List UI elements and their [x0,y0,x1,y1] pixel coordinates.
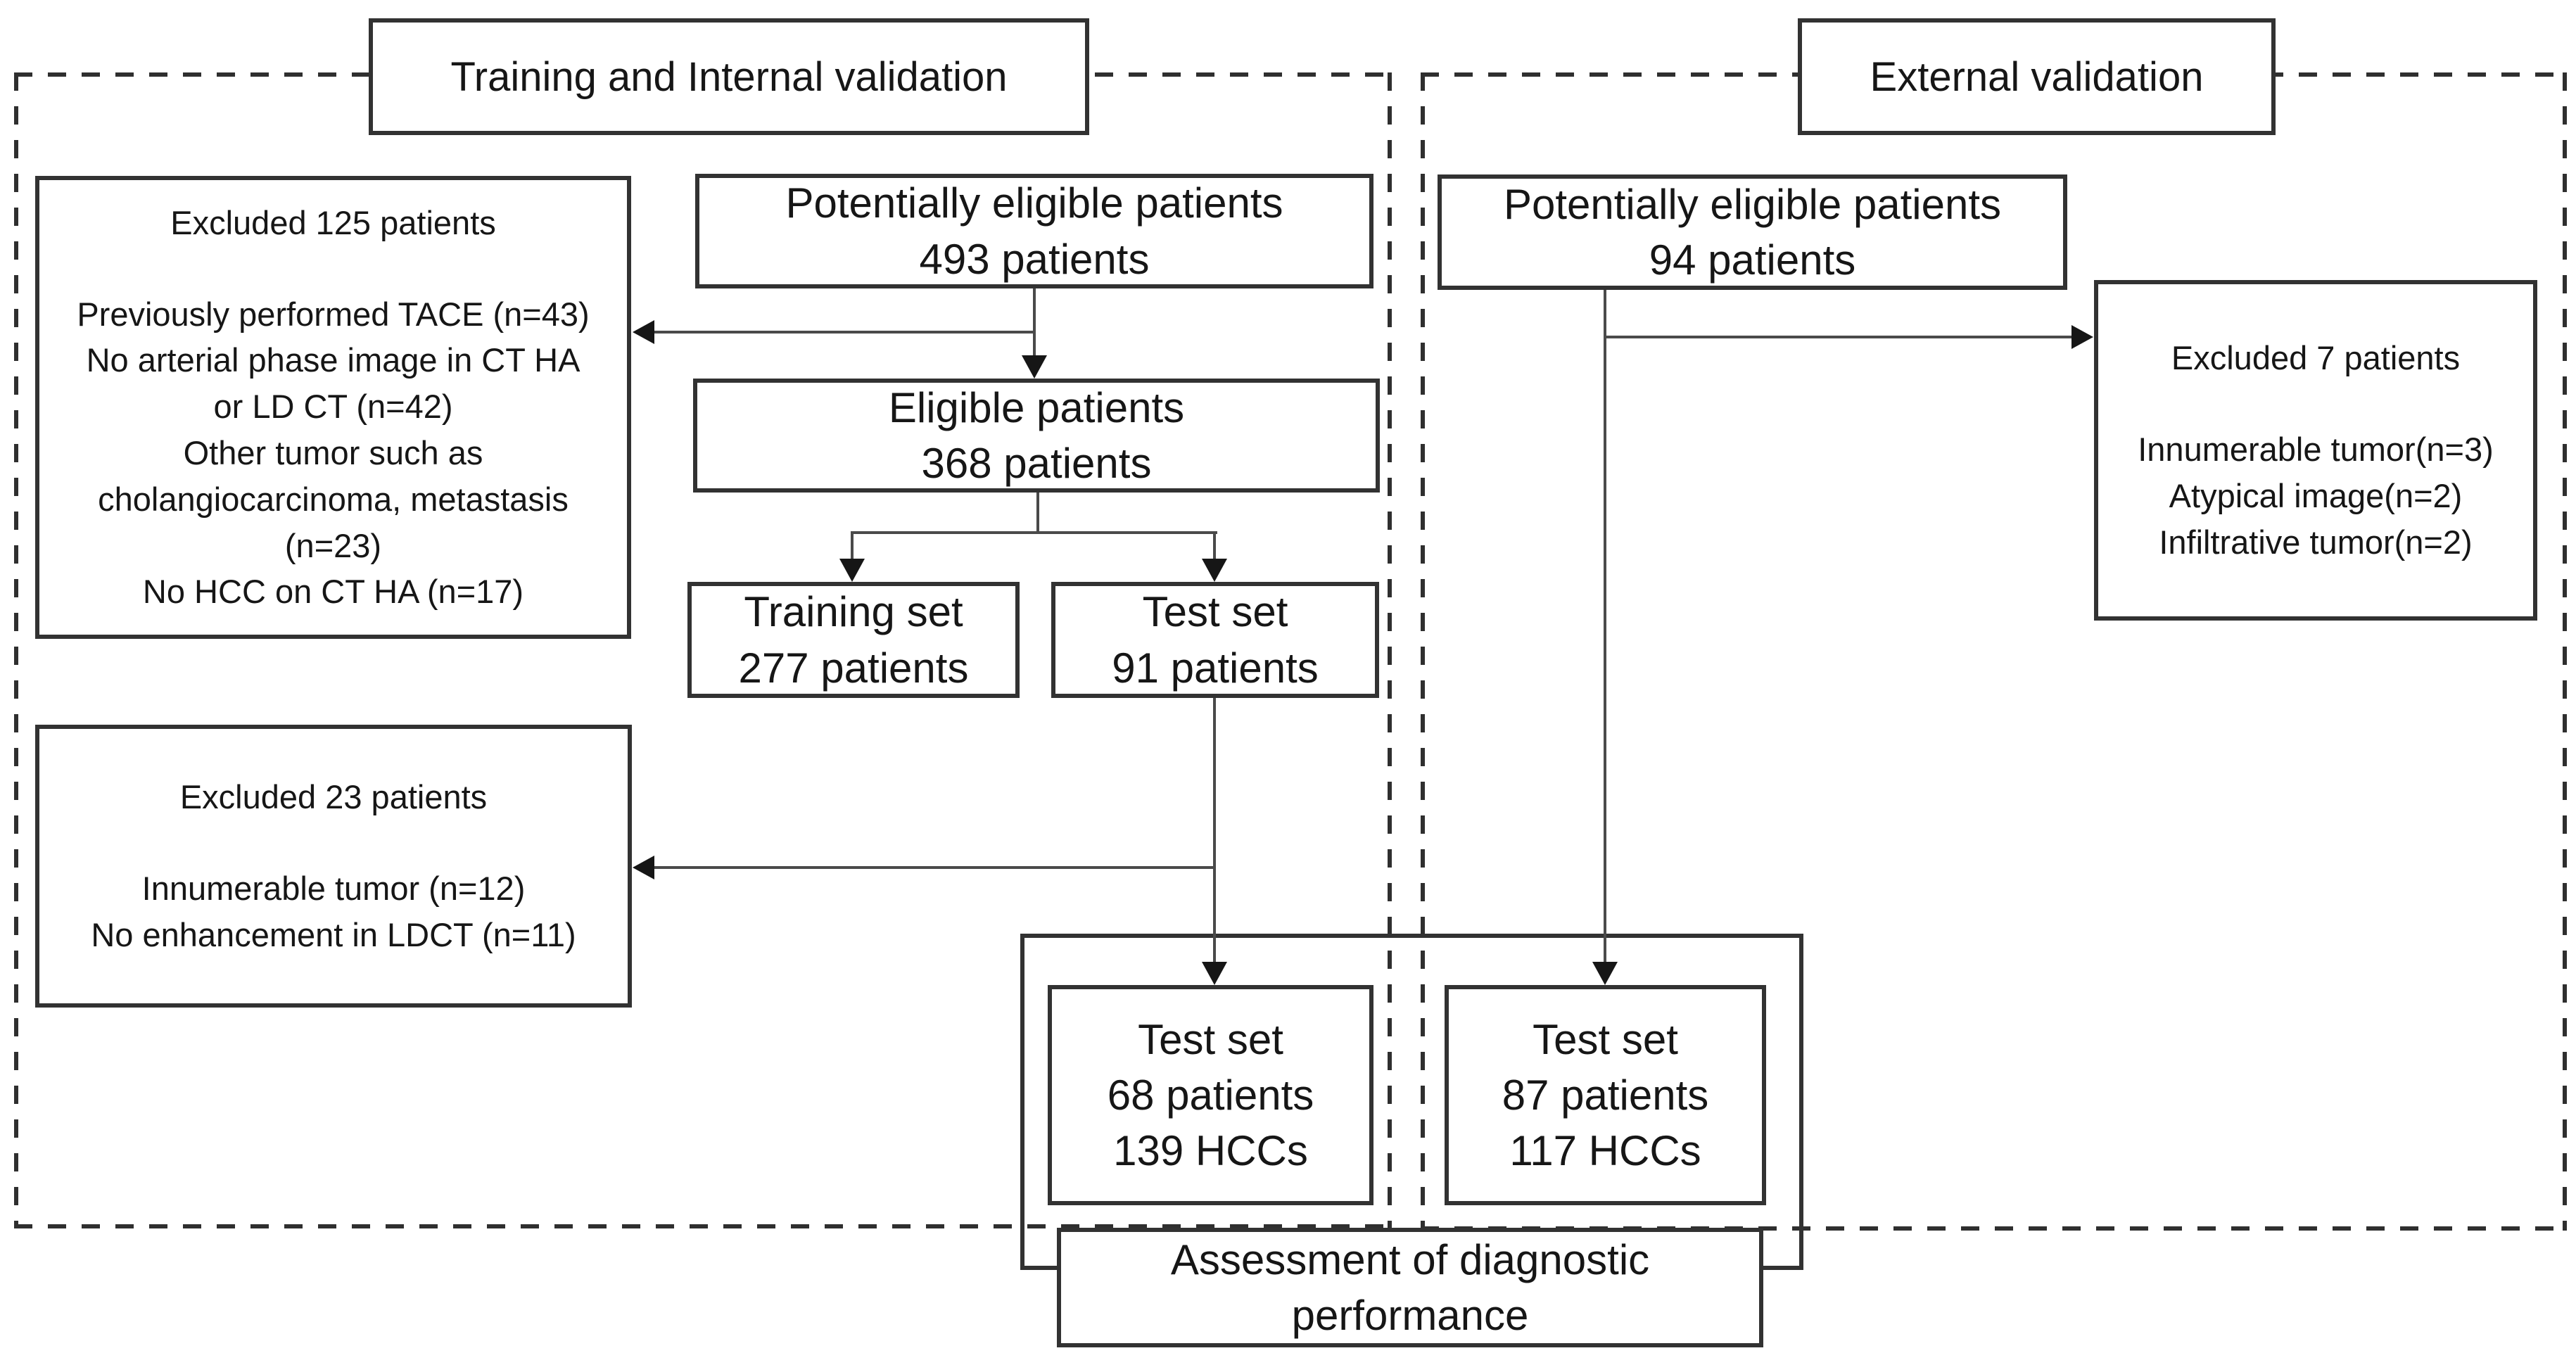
text-line: Potentially eligible patients [785,179,1283,227]
arrowhead-into-training-set [839,559,865,582]
excluded-125-title: Excluded 125 patients [170,203,496,241]
text-line: 87 patients [1502,1071,1709,1119]
panel-border-left [1421,72,1425,1231]
text-line: Eligible patients [888,383,1185,431]
text-line: Test set [1138,1015,1283,1063]
box-excluded-23: Excluded 23 patients Innumerable tumor (… [35,725,632,1008]
excluded-23-title: Excluded 23 patients [179,778,488,816]
line-branch-test [1213,531,1216,561]
line-to-excluded-23 [654,866,1213,869]
text-line: Infiltrative tumor(n=2) [2159,523,2473,561]
text-line: Test set [1533,1015,1678,1063]
text-line: 117 HCCs [1509,1127,1701,1175]
text-line: Innumerable tumor(n=3) [2138,431,2494,469]
text-line: No HCC on CT HA (n=17) [142,573,524,611]
line-to-excluded-125 [654,331,1036,334]
excluded-125-reasons: Previously performed TACE (n=43) No arter… [77,291,589,616]
text-line: Atypical image(n=2) [2169,477,2463,514]
arrowhead-into-test-set-68 [1202,962,1227,985]
excluded-7-reasons: Innumerable tumor(n=3) Atypical image(n=2… [2138,426,2494,565]
section-title: External validation [1870,53,2204,100]
box-excluded-7: Excluded 7 patients Innumerable tumor(n=… [2094,280,2537,621]
arrowhead-into-excluded-23 [633,856,654,879]
line-to-excluded-7 [1606,336,2071,338]
text-line: 94 patients [1649,236,1856,284]
line-eligible-down [1036,493,1039,534]
line-94-to-test87 [1604,290,1606,964]
text-line: (n=23) [284,526,382,564]
title-box-external-validation: External validation [1798,18,2276,135]
text-line: 368 patients [921,440,1152,487]
text-line: 139 HCCs [1113,1127,1308,1175]
line-split-bar [852,531,1217,534]
box-excluded-125: Excluded 125 patients Previously perform… [35,176,631,639]
box-assessment-of-diagnostic-performance: Assessment of diagnostic performance [1057,1228,1763,1347]
arrowhead-into-excluded-7 [2071,325,2093,349]
arrowhead-into-test-set-91 [1202,559,1227,582]
text-line: performance [1291,1292,1529,1339]
box-test-set-68-139-hccs: Test set 68 patients 139 HCCs [1048,985,1373,1205]
text-line: Assessment of diagnostic [1170,1236,1650,1283]
panel-border-right [1388,72,1392,1228]
panel-border-left [14,72,18,1228]
text-line: Other tumor such as [183,434,483,471]
line-493-to-eligible [1033,287,1036,359]
arrowhead-into-test-set-87 [1592,962,1618,985]
title-box-training-internal-validation: Training and Internal validation [369,18,1089,135]
box-potentially-eligible-94: Potentially eligible patients 94 patients [1438,174,2067,290]
text-line: No arterial phase image in CT HA [86,341,580,379]
excluded-7-title: Excluded 7 patients [2171,339,2461,377]
box-test-set-91: Test set 91 patients [1051,582,1379,698]
text-line: 277 patients [738,644,969,692]
box-potentially-eligible-493: Potentially eligible patients 493 patient… [695,174,1373,288]
text-line: 91 patients [1112,644,1319,692]
panel-border-right [2563,72,2567,1231]
panel-border-bottom [14,1224,1392,1228]
line-branch-training [851,531,854,561]
text-line: cholangiocarcinoma, metastasis [98,480,569,518]
box-test-set-87-117-hccs: Test set 87 patients 117 HCCs [1445,985,1766,1205]
text-line: Previously performed TACE (n=43) [77,295,590,333]
arrowhead-into-eligible [1022,355,1047,379]
text-line: 68 patients [1107,1071,1314,1119]
text-line: Potentially eligible patients [1503,180,2002,228]
box-eligible-368: Eligible patients 368 patients [693,379,1380,493]
excluded-23-reasons: Innumerable tumor (n=12) No enhancement i… [91,865,576,958]
line-test91-to-test68 [1213,698,1216,964]
text-line: Test set [1142,588,1288,636]
text-line: or LD CT (n=42) [213,388,453,426]
text-line: 493 patients [919,235,1150,283]
text-line: Innumerable tumor (n=12) [141,870,526,908]
text-line: No enhancement in LDCT (n=11) [91,915,576,953]
panel-border-bottom [1421,1226,2567,1231]
section-title: Training and Internal validation [450,53,1008,100]
box-training-set-277: Training set 277 patients [687,582,1020,698]
text-line: Training set [744,588,963,636]
arrowhead-into-excluded-125 [633,320,654,344]
